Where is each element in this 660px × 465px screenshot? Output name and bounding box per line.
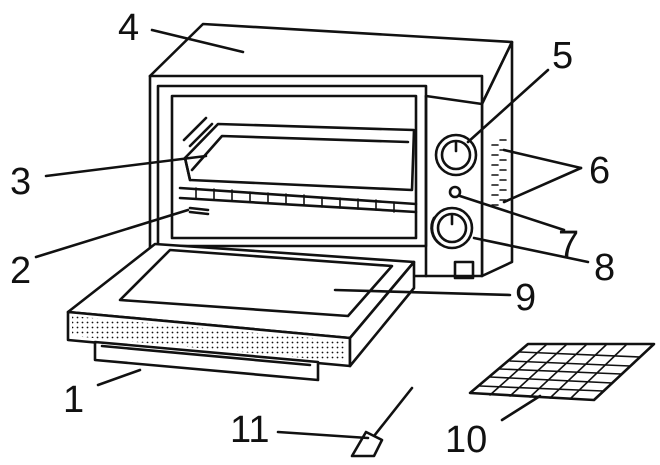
callout-8: 8 <box>594 247 615 289</box>
inner-rack <box>178 186 418 216</box>
indicator-light-icon <box>448 185 462 199</box>
callout-5: 5 <box>552 35 573 77</box>
oven-door <box>66 242 416 382</box>
callout-2: 2 <box>10 250 31 292</box>
callout-7: 7 <box>558 224 579 266</box>
callout-6: 6 <box>589 150 610 192</box>
temperature-knob-icon <box>430 206 474 250</box>
vent-slots <box>491 139 507 206</box>
timer-knob-icon <box>434 133 478 177</box>
callout-11: 11 <box>230 409 269 451</box>
callout-1: 1 <box>63 379 84 421</box>
callout-labels: 1 2 3 4 5 6 7 8 9 10 11 <box>10 7 615 461</box>
brush-accessory <box>350 386 414 458</box>
callout-3: 3 <box>10 161 31 203</box>
baking-tray <box>182 116 416 192</box>
callout-4: 4 <box>118 7 139 49</box>
callout-9: 9 <box>515 277 536 319</box>
leader-lines <box>34 28 590 440</box>
callout-10: 10 <box>445 419 487 461</box>
wire-rack-accessory <box>468 342 656 402</box>
